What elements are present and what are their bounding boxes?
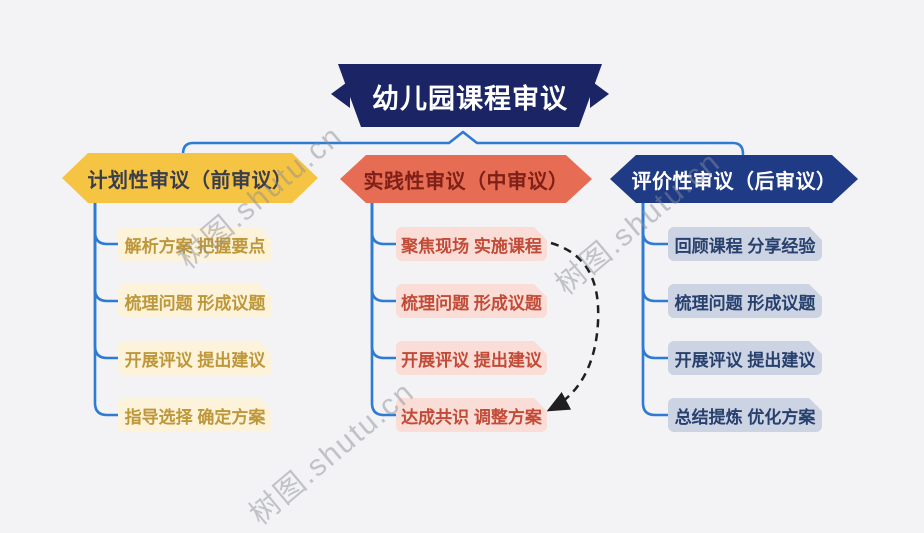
node-practice-item-4[interactable]: 达成共识 调整方案: [396, 398, 547, 432]
banner-band: [338, 64, 602, 127]
node-evaluate-item-3[interactable]: 开展评议 提出建议: [668, 341, 822, 375]
node-plan-item-3[interactable]: 开展评议 提出建议: [118, 341, 272, 375]
root-brace-connector: [181, 130, 745, 156]
dashed-annotation-arrow: [546, 241, 600, 412]
banner-right-wing: [590, 80, 609, 108]
node-practice-item-3[interactable]: 开展评议 提出建议: [396, 341, 547, 375]
node-evaluate-item-1[interactable]: 回顾课程 分享经验: [668, 227, 822, 261]
branch-header-plan[interactable]: 计划性审议（前审议）: [62, 153, 318, 203]
node-evaluate-item-2[interactable]: 梳理问题 形成议题: [668, 284, 822, 318]
branch-plan-connectors: [93, 201, 122, 417]
node-plan-item-1[interactable]: 解析方案 把握要点: [118, 227, 272, 261]
root-node-title[interactable]: 幼儿园课程审议: [372, 83, 568, 114]
node-plan-item-2[interactable]: 梳理问题 形成议题: [118, 284, 272, 318]
branch-header-practice[interactable]: 实践性审议（中审议）: [340, 155, 592, 203]
branch-practice-connectors: [370, 201, 399, 417]
branch-evaluate-connectors: [641, 201, 670, 417]
node-plan-item-4[interactable]: 指导选择 确定方案: [118, 398, 272, 432]
mindmap-canvas: { "title": "幼儿园课程审议", "watermark": { "te…: [0, 0, 924, 500]
branch-header-evaluate[interactable]: 评价性审议（后审议）: [610, 155, 858, 203]
node-practice-item-2[interactable]: 梳理问题 形成议题: [396, 284, 547, 318]
connector-lines: [93, 64, 745, 417]
banner-left-wing: [331, 80, 350, 108]
title-banner[interactable]: [331, 64, 609, 127]
node-practice-item-1[interactable]: 聚焦现场 实施课程: [396, 227, 547, 261]
node-evaluate-item-4[interactable]: 总结提炼 优化方案: [668, 398, 822, 432]
